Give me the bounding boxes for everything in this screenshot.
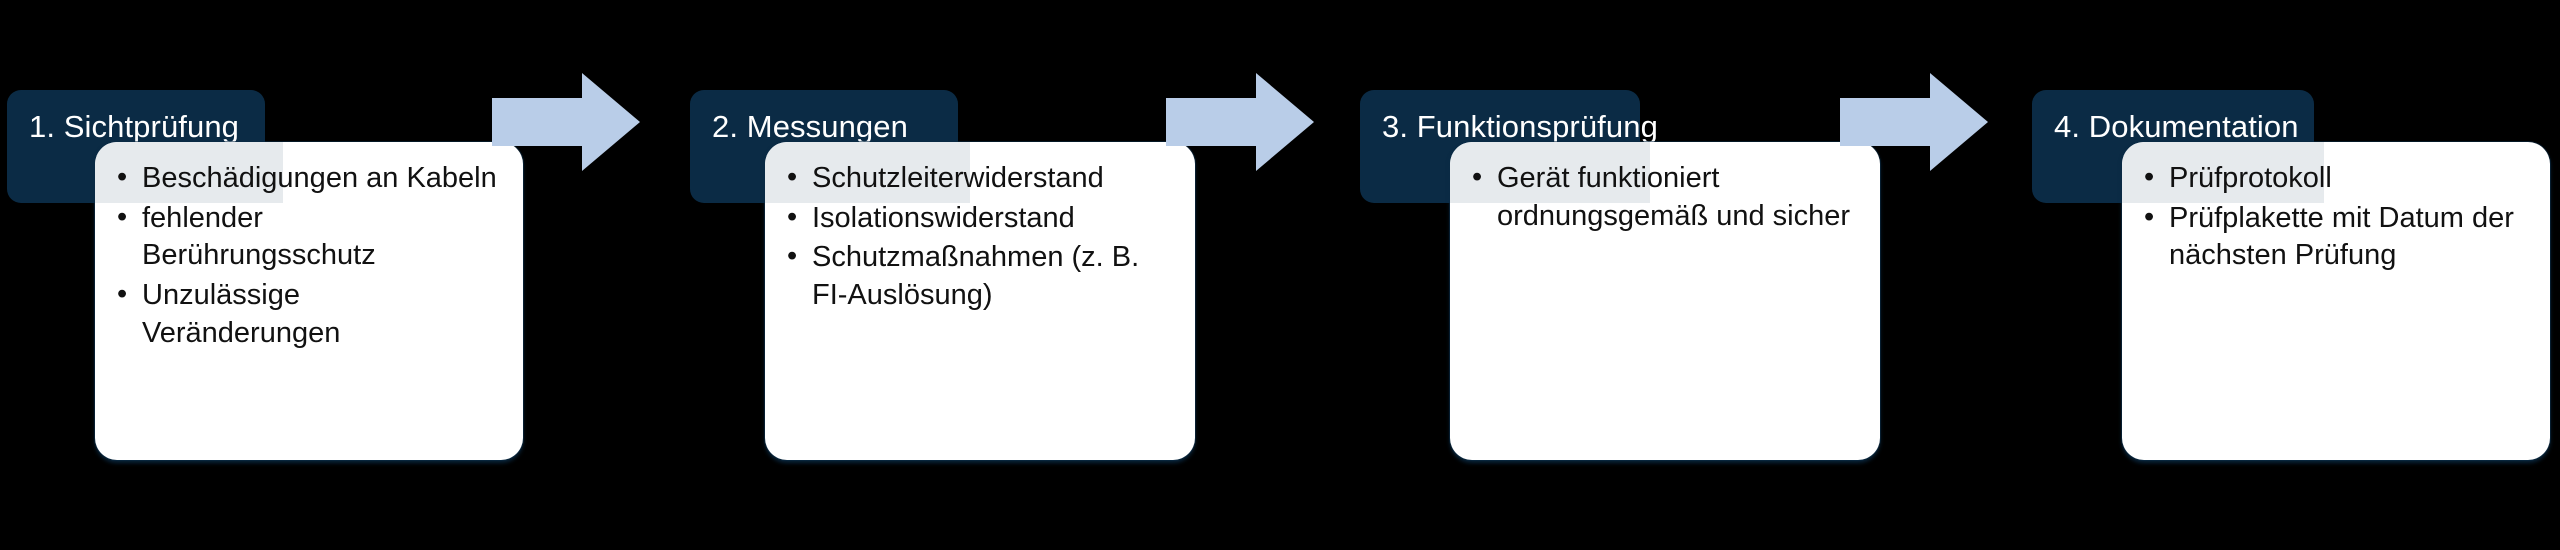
list-item: Prüfprotokoll	[2142, 159, 2530, 198]
list-item: fehlender Berührungsschutz	[115, 199, 503, 275]
process-step-4[interactable]: 4. Dokumentation Prüfprotokoll Prüfplake…	[2032, 0, 2552, 550]
step-1-title: 1. Sichtprüfung	[29, 109, 240, 144]
list-item: Schutzleiterwiderstand	[785, 159, 1175, 198]
list-item: Beschädigungen an Kabeln	[115, 159, 503, 198]
step-3-bullet-list: Gerät funktioniert ordnungsgemäß und sic…	[1470, 159, 1860, 235]
list-item: Unzulässige Veränderungen	[115, 276, 503, 352]
process-step-1[interactable]: 1. Sichtprüfung Beschädigungen an Kabeln…	[7, 0, 527, 550]
step-2-bullet-list: Schutzleiterwiderstand Isolationswiderst…	[785, 159, 1175, 315]
step-4-title: 4. Dokumentation	[2054, 109, 2299, 144]
step-4-bullet-list: Prüfprotokoll Prüfplakette mit Datum der…	[2142, 159, 2530, 275]
right-arrow-icon-3	[1840, 73, 1988, 171]
step-4-card[interactable]: Prüfprotokoll Prüfplakette mit Datum der…	[2122, 142, 2550, 460]
step-3-card[interactable]: Gerät funktioniert ordnungsgemäß und sic…	[1450, 142, 1880, 460]
right-arrow-icon-1	[492, 73, 640, 171]
process-step-2[interactable]: 2. Messungen Schutzleiterwiderstand Isol…	[690, 0, 1210, 550]
step-2-card[interactable]: Schutzleiterwiderstand Isolationswiderst…	[765, 142, 1195, 460]
right-arrow-icon-2	[1166, 73, 1314, 171]
step-3-title: 3. Funktionsprüfung	[1382, 109, 1658, 144]
step-1-bullet-list: Beschädigungen an Kabeln fehlender Berüh…	[115, 159, 503, 352]
step-1-card[interactable]: Beschädigungen an Kabeln fehlender Berüh…	[95, 142, 523, 460]
list-item: Gerät funktioniert ordnungsgemäß und sic…	[1470, 159, 1860, 235]
process-step-3[interactable]: 3. Funktionsprüfung Gerät funktioniert o…	[1360, 0, 1890, 550]
step-2-title: 2. Messungen	[712, 109, 908, 144]
list-item: Isolationswiderstand	[785, 199, 1175, 238]
list-item: Schutzmaßnahmen (z. B. FI-Auslösung)	[785, 238, 1175, 314]
list-item: Prüfplakette mit Datum der nächsten Prüf…	[2142, 199, 2530, 275]
